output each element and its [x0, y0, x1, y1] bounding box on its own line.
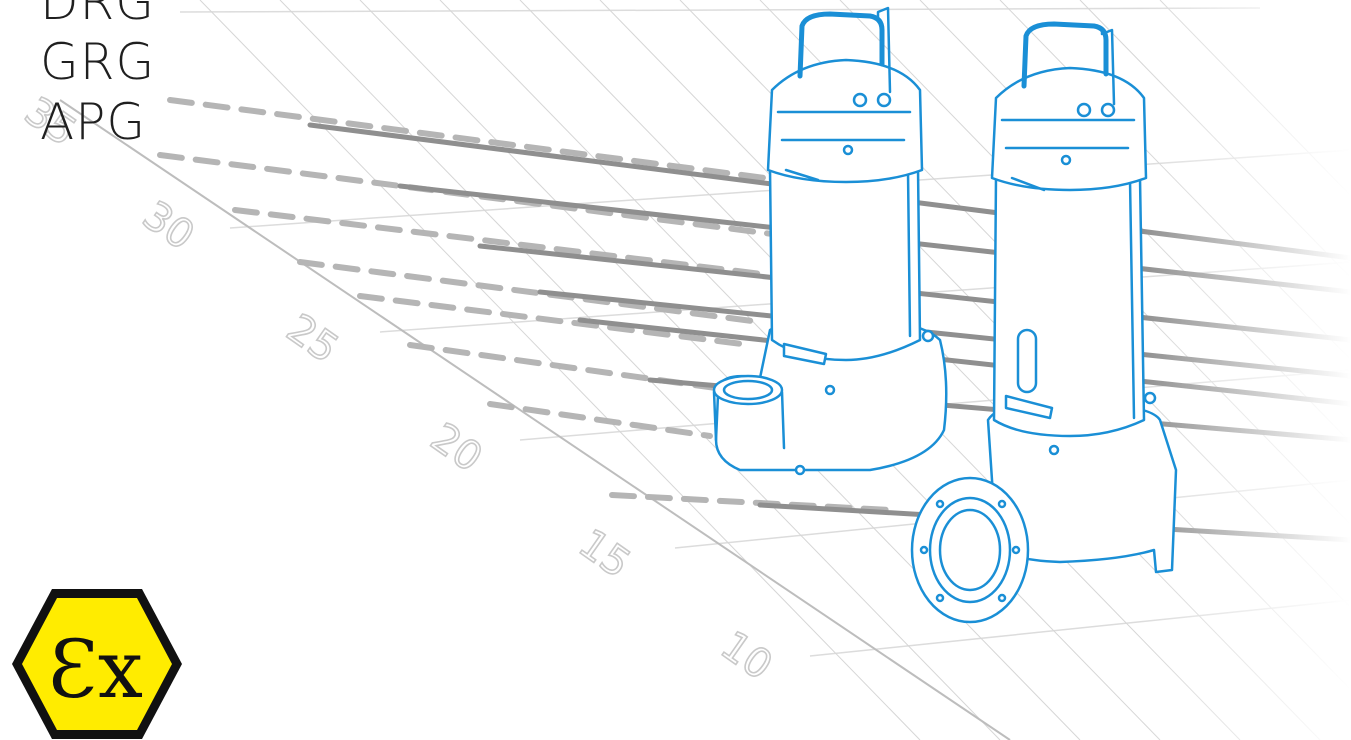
model-name-grg: GRG: [40, 33, 156, 91]
model-name-apg: APG: [40, 93, 147, 151]
model-name-list: DRG GRG APG: [40, 0, 155, 152]
model-name-drg: DRG: [40, 0, 155, 31]
atex-ex-hexagon-icon: Ɛx: [12, 589, 182, 739]
vertical-axis-line: [59, 99, 1011, 740]
axis-tick-label: 25: [278, 306, 346, 373]
axis-tick-label: 30: [134, 193, 202, 260]
ex-badge-text: Ɛx: [48, 623, 143, 716]
pump-illustration-right: [910, 21, 1178, 624]
pump-illustration-left: [712, 6, 948, 476]
axis-tick-label: 10: [712, 623, 780, 690]
axis-tick-label: 20: [422, 415, 490, 482]
axis-tick-label: 15: [570, 521, 638, 588]
